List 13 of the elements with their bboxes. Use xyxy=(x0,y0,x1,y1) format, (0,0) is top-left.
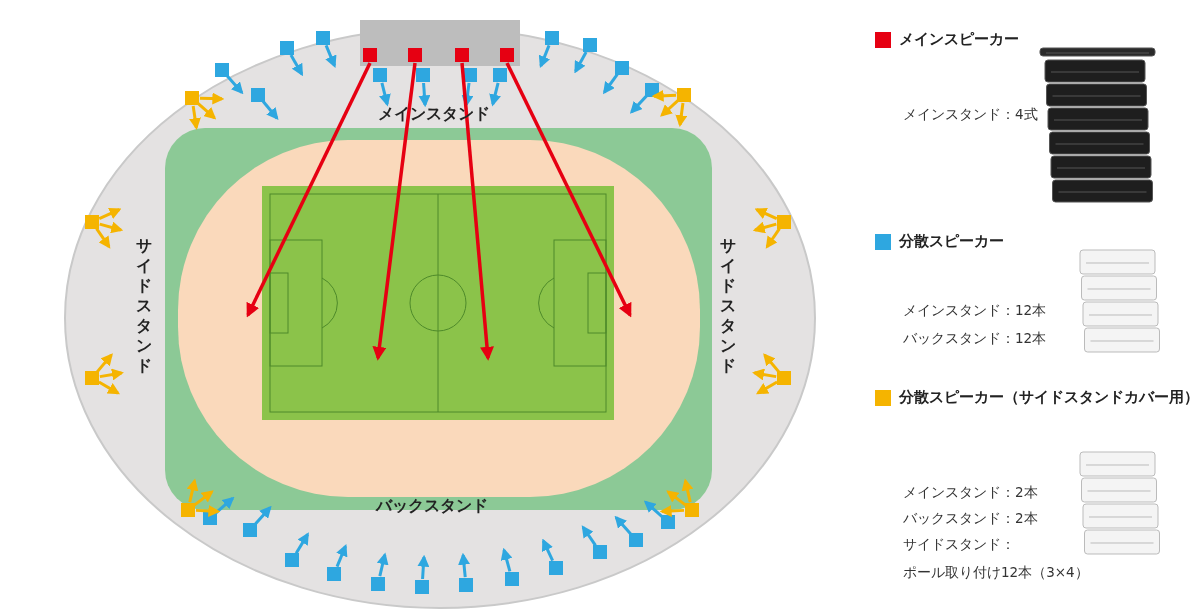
speaker-count-note: バックスタンド：2本 xyxy=(903,510,1038,528)
legend-label: メインスピーカー xyxy=(899,30,1019,49)
legend-label: 分散スピーカー xyxy=(899,232,1004,251)
stand-label: サイドスタンド xyxy=(719,236,737,376)
speaker-count-note: サイドスタンド： xyxy=(903,536,1015,554)
speaker-count-note: バックスタンド：12本 xyxy=(903,330,1047,348)
legend-label: 分散スピーカー（サイドスタンドカバー用） xyxy=(899,388,1199,407)
stand-label: サイドスタンド xyxy=(135,236,153,376)
speaker-count-note: メインスタンド：4式 xyxy=(903,106,1038,124)
stand-label: バックスタンド xyxy=(376,496,488,517)
speaker-count-note: ポール取り付け12本（3×4） xyxy=(903,564,1089,582)
speaker-count-note: メインスタンド：12本 xyxy=(903,302,1047,320)
speaker-count-note: メインスタンド：2本 xyxy=(903,484,1038,502)
